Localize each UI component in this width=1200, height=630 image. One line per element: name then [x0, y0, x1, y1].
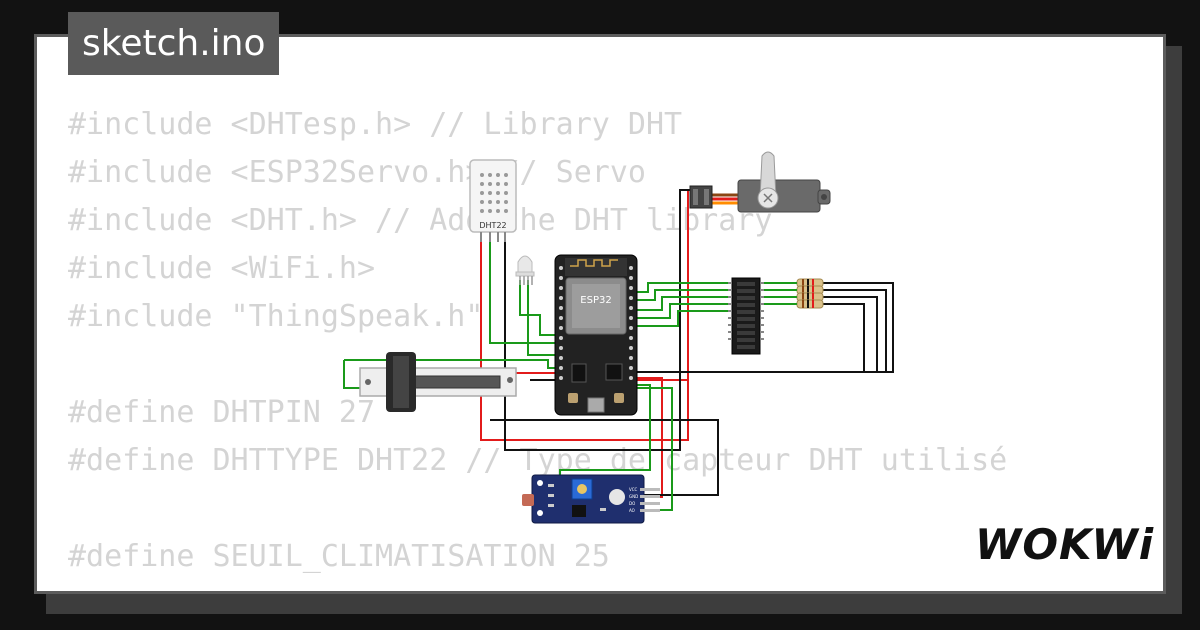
rgb-led[interactable]: [515, 255, 535, 285]
ldr-pin-label: DO: [629, 501, 635, 506]
code-line: #define SEUIL_CLIMATISATION 25: [68, 539, 610, 574]
code-preview: #include <DHTesp.h> // Library DHT #inclu…: [68, 101, 1008, 591]
ldr-pin-label: AO: [629, 508, 635, 513]
slide-potentiometer[interactable]: [359, 352, 517, 412]
wire-green: [632, 282, 735, 293]
code-line: #define DHTTYPE DHT22 // Type de capteur…: [68, 443, 1008, 478]
code-line: #define SEUIL_CHAUFFAGE 20: [68, 581, 1007, 591]
code-line: #define DHTPIN 27: [68, 395, 376, 430]
wire-black: [822, 296, 878, 372]
servo-motor[interactable]: [689, 151, 831, 213]
wokwi-logo: WOKWi: [975, 520, 1155, 569]
wire-black: [822, 289, 887, 372]
file-tab: sketch.ino: [68, 12, 280, 75]
ldr-module[interactable]: VCC GND DO AO: [522, 474, 660, 524]
wire-green: [632, 289, 735, 301]
wire-green: [489, 240, 555, 344]
code-line: #include <DHTesp.h> // Library DHT: [68, 107, 683, 142]
wire-green: [519, 280, 555, 336]
dht22-sensor[interactable]: DHT22: [469, 159, 517, 242]
resistor-array[interactable]: [760, 278, 824, 309]
wire-black: [822, 282, 894, 373]
wire-black: [822, 303, 865, 372]
wire-green: [632, 310, 735, 327]
code-line: #include "ThingSpeak.h": [68, 299, 484, 334]
dht-label: DHT22: [479, 221, 506, 230]
esp-label: ESP32: [580, 295, 611, 306]
wire-green: [527, 280, 555, 356]
ldr-pin-label: GND: [629, 494, 638, 499]
ldr-pin-label: VCC: [629, 487, 638, 492]
wire-green: [344, 359, 555, 369]
wire-black: [490, 419, 719, 496]
code-line: #include <WiFi.h>: [68, 251, 376, 286]
led-bar-graph[interactable]: [728, 277, 764, 355]
wire-green: [632, 303, 735, 319]
wire-green: [632, 296, 735, 311]
esp32-board[interactable]: ESP32: [554, 254, 638, 416]
